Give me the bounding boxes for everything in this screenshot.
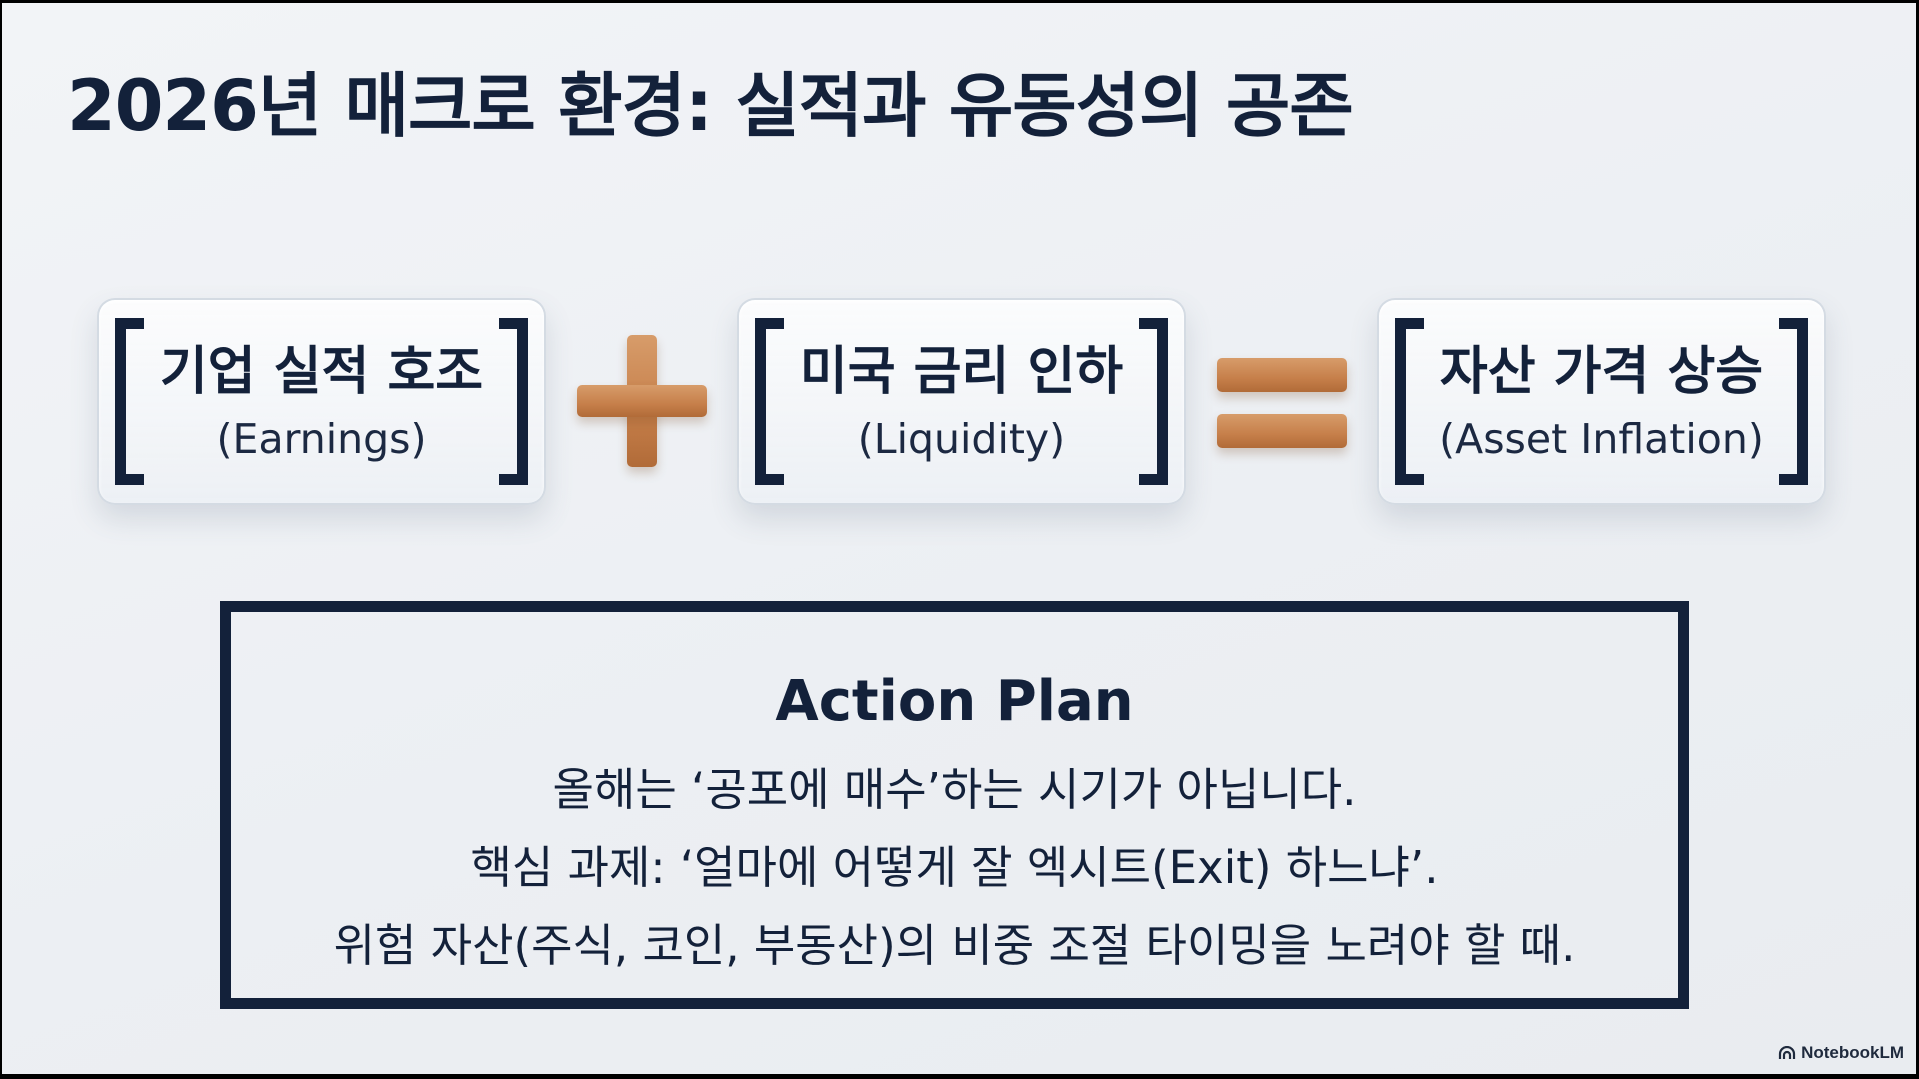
plus-horizontal-bar <box>577 385 707 417</box>
action-plan-line: 올해는 ‘공포에 매수’하는 시기가 아닙니다. <box>552 763 1357 816</box>
liquidity-card: 미국 금리 인하 (Liquidity) <box>737 298 1186 505</box>
earnings-card: 기업 실적 호조 (Earnings) <box>97 298 546 505</box>
slide: 2026년 매크로 환경: 실적과 유동성의 공존 기업 실적 호조 (Earn… <box>2 3 1916 1074</box>
earnings-card-subtitle: (Earnings) <box>216 415 427 463</box>
action-plan-line: 위험 자산(주식, 코인, 부동산)의 비중 조절 타이밍을 노려야 할 때. <box>333 919 1576 972</box>
equals-bottom-bar <box>1217 414 1347 448</box>
notebooklm-watermark: NotebookLM <box>1778 1043 1904 1063</box>
liquidity-card-subtitle: (Liquidity) <box>857 415 1066 463</box>
action-plan-line: 핵심 과제: ‘얼마에 어떻게 잘 엑시트(Exit) 하느냐’. <box>470 841 1439 894</box>
asset-inflation-card-subtitle: (Asset Inflation) <box>1439 415 1764 463</box>
notebooklm-logo-icon <box>1778 1046 1796 1060</box>
left-bracket-icon <box>755 318 784 485</box>
watermark-label: NotebookLM <box>1801 1043 1904 1062</box>
equals-icon <box>1217 358 1347 448</box>
liquidity-card-title: 미국 금리 인하 <box>799 342 1124 402</box>
slide-title: 2026년 매크로 환경: 실적과 유동성의 공존 <box>67 65 1354 147</box>
equals-top-bar <box>1217 358 1347 392</box>
left-bracket-icon <box>115 318 144 485</box>
right-bracket-icon <box>1139 318 1168 485</box>
asset-inflation-card-title: 자산 가격 상승 <box>1439 342 1764 402</box>
earnings-card-title: 기업 실적 호조 <box>159 342 484 402</box>
action-plan-title: Action Plan <box>775 669 1134 734</box>
left-bracket-icon <box>1395 318 1424 485</box>
right-bracket-icon <box>1779 318 1808 485</box>
asset-inflation-card: 자산 가격 상승 (Asset Inflation) <box>1377 298 1826 505</box>
right-bracket-icon <box>499 318 528 485</box>
plus-icon <box>577 335 707 467</box>
action-plan-box: Action Plan 올해는 ‘공포에 매수’하는 시기가 아닙니다. 핵심 … <box>220 601 1689 1009</box>
